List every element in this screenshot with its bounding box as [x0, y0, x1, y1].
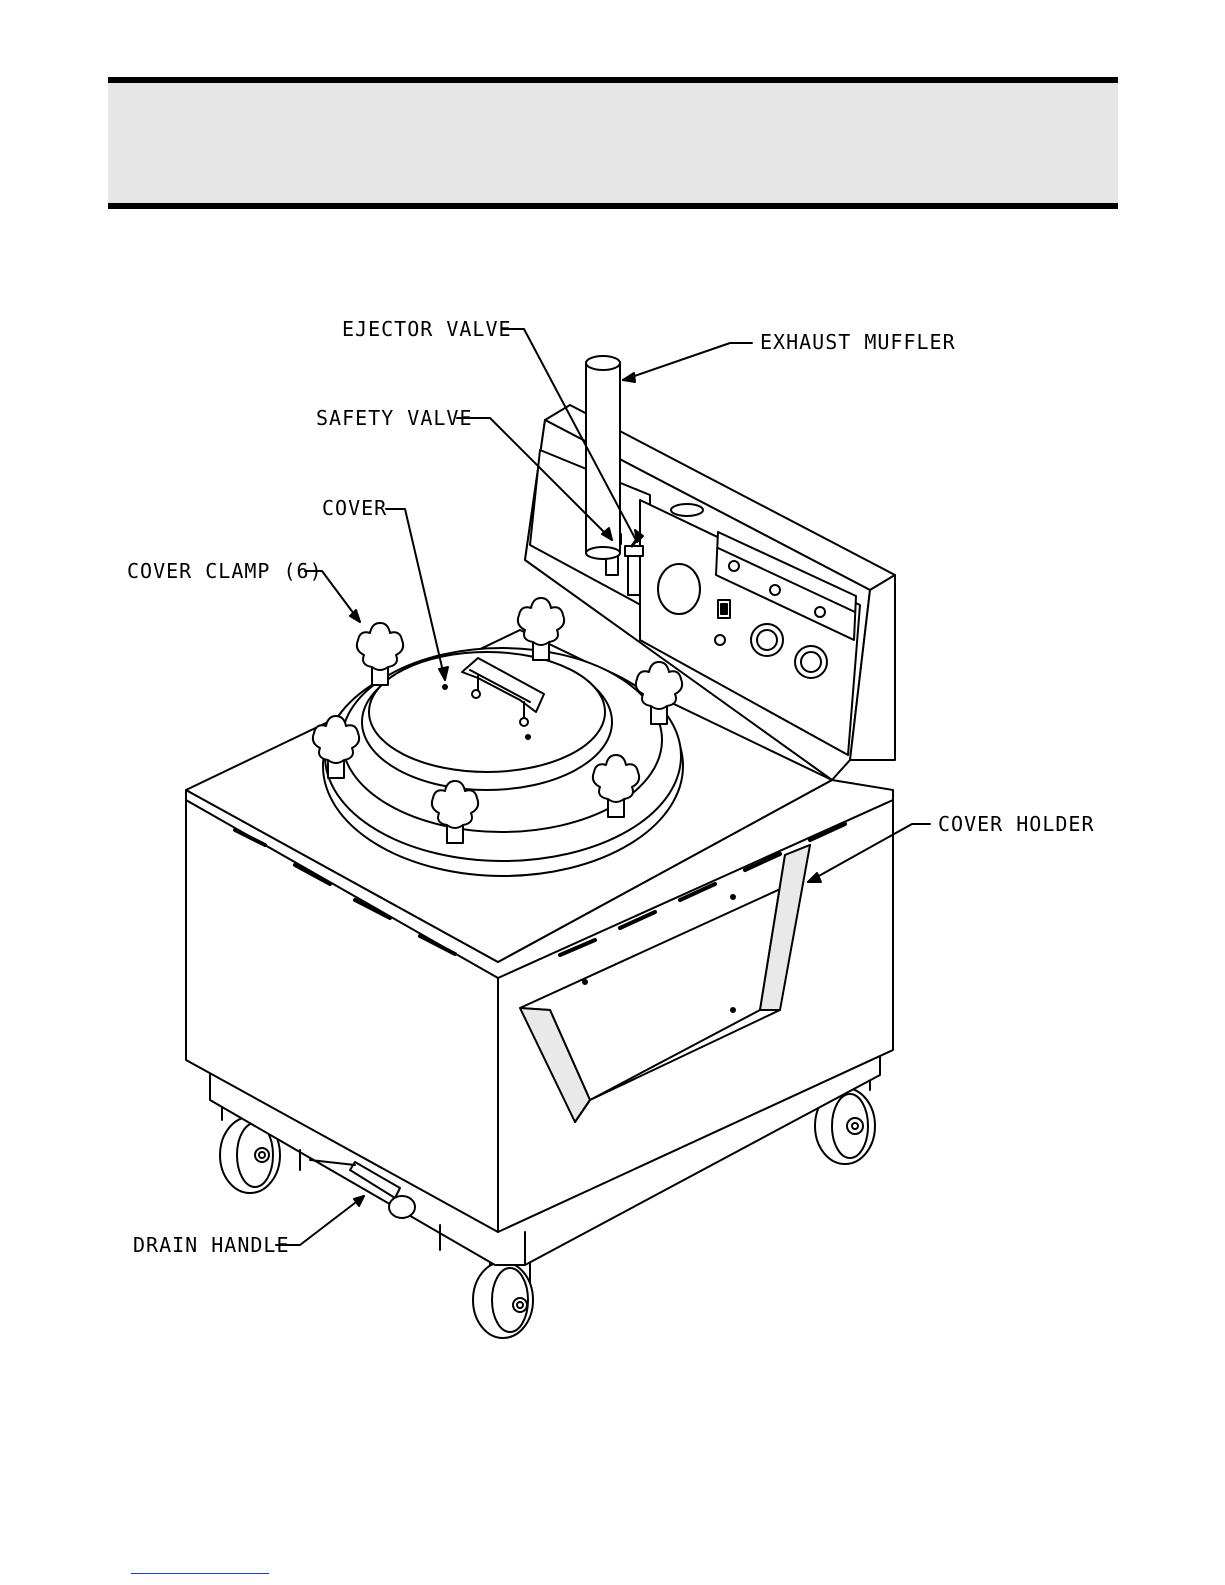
footer-link-underline[interactable] [131, 1573, 269, 1574]
label-cover: COVER [322, 496, 387, 520]
label-ejector-valve: EJECTOR VALVE [342, 317, 512, 341]
cover [362, 652, 612, 790]
label-exhaust-muffler: EXHAUST MUFFLER [760, 330, 956, 354]
label-cover-clamp: COVER CLAMP (6) [127, 559, 323, 583]
label-drain-handle: DRAIN HANDLE [133, 1233, 290, 1257]
label-cover-holder: COVER HOLDER [938, 812, 1095, 836]
leader-exhaust-muffler [623, 343, 752, 380]
label-safety-valve: SAFETY VALVE [316, 406, 473, 430]
